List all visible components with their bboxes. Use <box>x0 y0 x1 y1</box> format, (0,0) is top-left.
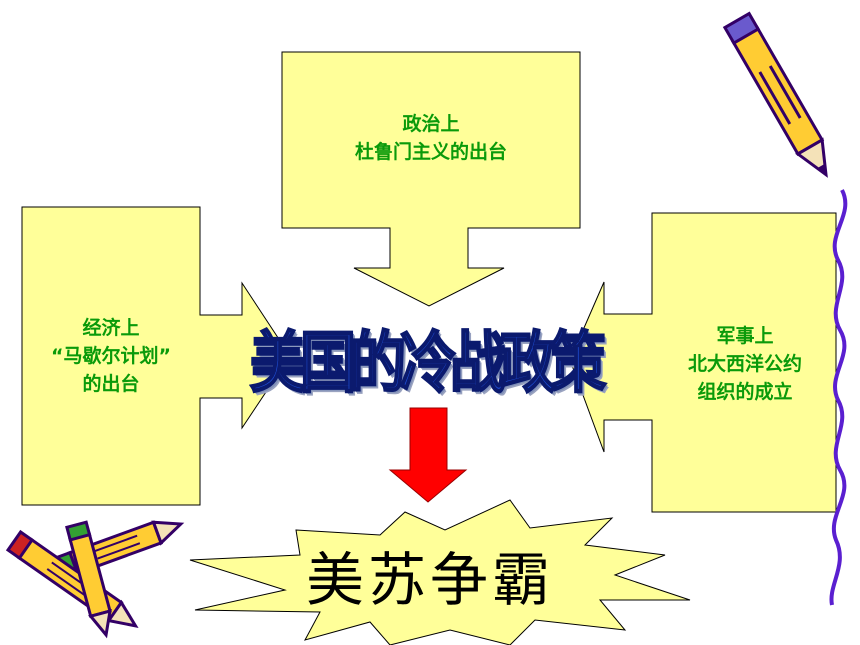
result-burst-shape <box>189 499 691 645</box>
military-line-1: 军事上 <box>716 325 774 347</box>
center-title: 美国的冷战政策 <box>249 323 607 402</box>
politics-line-1: 政治上 <box>402 113 460 135</box>
result-arrow <box>388 407 468 503</box>
military-line-3: 组织的成立 <box>697 381 793 403</box>
politics-line-2: 杜鲁门主义的出台 <box>354 141 507 163</box>
economy-line-3: 的出台 <box>82 373 140 395</box>
result-label: 美苏争霸 <box>305 546 554 614</box>
pencil-icon <box>65 520 112 639</box>
economy-callout-box <box>21 206 291 506</box>
politics-callout-box <box>281 51 581 307</box>
squiggle-line <box>829 189 848 606</box>
economy-line-2: “马歇尔计划” <box>51 345 171 367</box>
pencil-icon <box>722 11 828 178</box>
economy-label: 经济上 “马歇尔计划” 的出台 <box>22 314 200 398</box>
military-label: 军事上 北大西洋公约 组织的成立 <box>660 322 830 406</box>
military-line-2: 北大西洋公约 <box>687 353 802 375</box>
economy-line-1: 经济上 <box>82 317 140 339</box>
politics-label: 政治上 杜鲁门主义的出台 <box>282 110 580 166</box>
